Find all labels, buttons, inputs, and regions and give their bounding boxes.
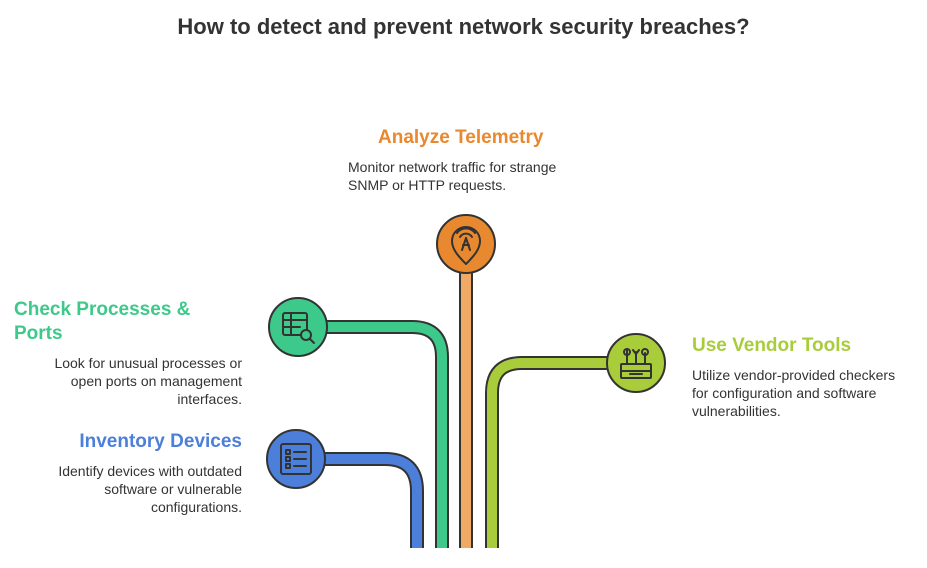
processes-step: Check Processes & Ports Look for unusual… (0, 298, 242, 408)
telemetry-desc: Monitor network traffic for strange SNMP… (348, 159, 557, 193)
vendor-desc: Utilize vendor-provided checkers for con… (692, 367, 896, 419)
vendor-step: Use Vendor Tools Utilize vendor-provided… (692, 334, 922, 420)
inventory-heading: Inventory Devices (79, 431, 242, 452)
inventory-node (266, 429, 326, 489)
inventory-desc: Identify devices with outdated software … (58, 463, 242, 515)
inventory-step: Inventory Devices Identify devices with … (0, 430, 242, 516)
toolbox-icon (620, 348, 652, 379)
table-search-icon (282, 312, 315, 344)
checklist-icon (280, 443, 312, 475)
vendor-heading: Use Vendor Tools (692, 335, 852, 356)
telemetry-heading: Analyze Telemetry (378, 127, 544, 148)
telemetry-step: Analyze Telemetry Monitor network traffi… (348, 126, 608, 194)
processes-node (268, 297, 328, 357)
map-pin-signal-icon (451, 226, 481, 265)
vendor-connector (485, 356, 636, 548)
telemetry-node (436, 214, 496, 274)
page-title: How to detect and prevent network securi… (177, 14, 750, 39)
processes-heading: Check Processes & Ports (14, 299, 191, 344)
vendor-node (606, 333, 666, 393)
processes-desc: Look for unusual processes or open ports… (54, 355, 242, 407)
